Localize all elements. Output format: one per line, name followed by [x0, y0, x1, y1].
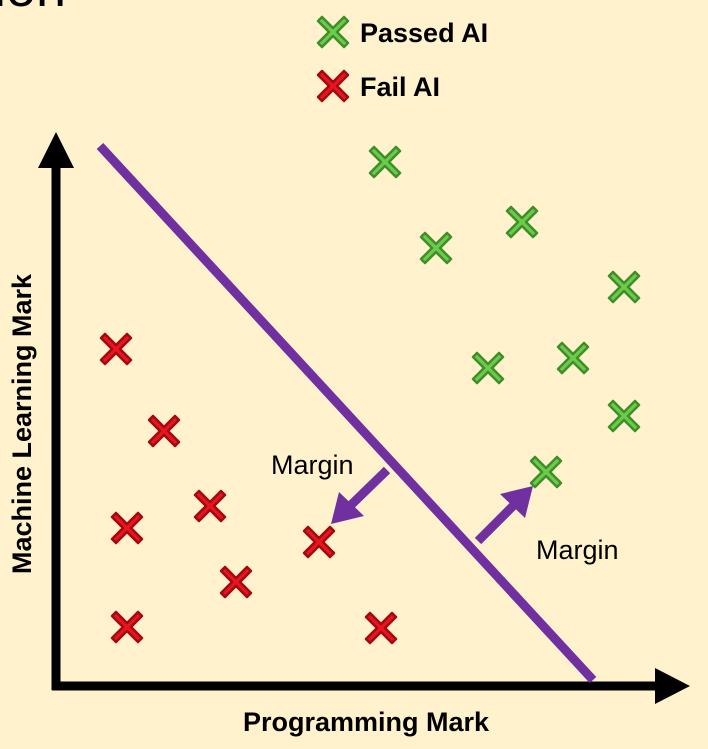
pass-x-mark-icon-7 — [607, 399, 641, 433]
x-axis-arrowhead — [655, 668, 690, 704]
fail-x-mark-icon-8 — [364, 611, 398, 645]
margin-label-right: Margin — [536, 535, 619, 565]
legend-item-fail: Fail AI — [316, 69, 440, 103]
margin-arrow-right-shaft — [474, 501, 518, 545]
pass-points — [368, 145, 641, 489]
y-axis-arrowhead — [38, 132, 74, 168]
fail-x-mark-icon-1 — [99, 332, 133, 366]
margin-arrows — [331, 466, 533, 545]
pass-x-mark-icon-2 — [419, 231, 453, 265]
legend: Passed AI Fail AI — [316, 15, 488, 103]
decision-boundary-line — [96, 142, 597, 684]
fail-x-mark-icon-4 — [110, 511, 144, 545]
margin-label-left: Margin — [271, 450, 354, 480]
legend-label-fail: Fail AI — [360, 72, 440, 102]
margin-arrow-left-shaft — [346, 466, 391, 510]
margin-arrow-right-head — [500, 486, 533, 518]
pass-x-mark-icon-1 — [368, 145, 402, 179]
fail-x-mark-icon — [316, 69, 350, 103]
fail-x-mark-icon-5 — [302, 525, 336, 559]
x-axis-label: Programming Mark — [243, 707, 490, 737]
pass-x-mark-icon-5 — [471, 351, 505, 385]
fail-x-mark-icon-7 — [110, 610, 144, 644]
pass-x-mark-icon-6 — [556, 341, 590, 375]
axes — [38, 132, 690, 704]
fail-x-mark-icon-6 — [219, 565, 253, 599]
header-fragment: ion — [0, 0, 66, 18]
legend-label-pass: Passed AI — [360, 18, 488, 48]
pass-x-mark-icon-8 — [529, 455, 563, 489]
pass-x-mark-icon-3 — [505, 205, 539, 239]
margin-arrow-left-head — [331, 492, 364, 524]
fail-x-mark-icon-2 — [147, 414, 181, 448]
fail-points — [99, 332, 398, 645]
legend-item-pass: Passed AI — [316, 15, 488, 49]
pass-x-mark-icon — [316, 15, 350, 49]
y-axis-label: Machine Learning Mark — [7, 273, 37, 574]
pass-x-mark-icon-4 — [607, 270, 641, 304]
fail-x-mark-icon-3 — [193, 489, 227, 523]
